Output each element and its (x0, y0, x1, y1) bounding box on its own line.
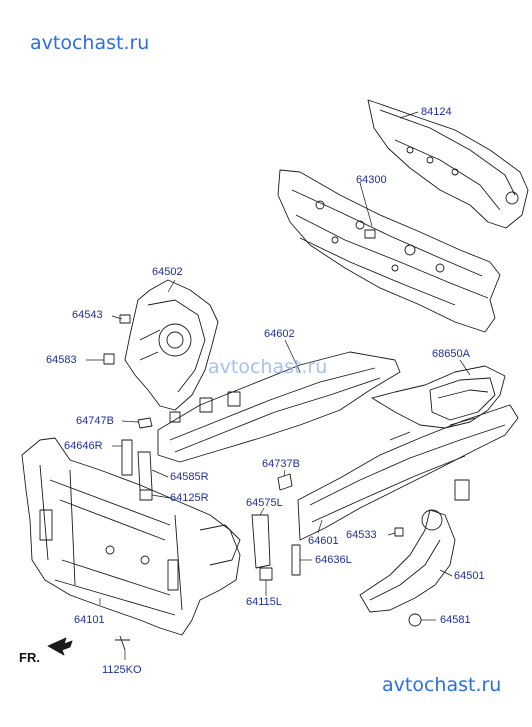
part-label: 84124 (421, 106, 452, 118)
part-label: 64585R (170, 471, 209, 483)
part-label: 64543 (72, 309, 103, 321)
part-label: 64646R (64, 440, 103, 452)
part-label: 64601 (308, 535, 339, 547)
part-label: 64747B (76, 415, 114, 427)
cowl-panel-part (367, 99, 529, 229)
lh-brackets-part (251, 473, 301, 581)
small-brackets-part (121, 417, 153, 501)
part-label: 64533 (346, 529, 377, 541)
part-label: 64581 (440, 614, 471, 626)
watermark-middle: avtochast.ru (208, 356, 328, 378)
part-label: 64501 (454, 570, 485, 582)
dash-panel-part (277, 169, 501, 333)
part-label: 64583 (46, 354, 77, 366)
rh-apron-part (103, 279, 219, 411)
front-frame-part (21, 437, 241, 651)
part-label: 64575L (246, 497, 283, 509)
watermark-bottom: avtochast.ru (382, 674, 502, 696)
part-label: 64602 (264, 328, 295, 340)
part-label: 64101 (74, 614, 105, 626)
part-label: 64300 (356, 174, 387, 186)
part-label: 64636L (315, 554, 352, 566)
front-arrow-icon (47, 637, 73, 656)
lh-apron-part (359, 509, 456, 627)
watermark-top: avtochast.ru (30, 32, 150, 54)
part-label: 64115L (246, 596, 282, 608)
part-label: 64502 (152, 266, 183, 278)
part-label: 64737B (262, 458, 300, 470)
floor-panel-part (371, 365, 506, 429)
part-label: 68650A (432, 348, 470, 360)
rh-side-member-part (157, 351, 401, 463)
front-direction-label: FR. (19, 650, 40, 665)
leader-lines (86, 111, 471, 660)
part-label: 1125KO (102, 664, 142, 676)
part-label: 64125R (170, 492, 209, 504)
lh-side-member-part (297, 404, 519, 541)
